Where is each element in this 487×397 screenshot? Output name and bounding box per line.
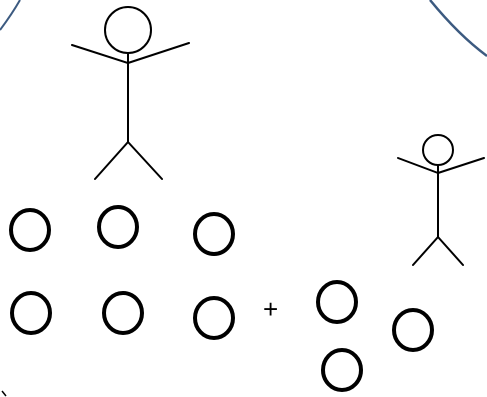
adult-left-leg	[94, 141, 129, 180]
child-left-arm	[397, 157, 439, 174]
right-circle-group	[316, 280, 434, 392]
adult-left-arm	[71, 44, 129, 64]
adult-stick-figure-icon	[71, 6, 190, 180]
frame-arc-left	[0, 0, 21, 31]
circle-token	[10, 291, 52, 335]
adult-head	[104, 6, 152, 54]
circle-token	[316, 280, 358, 324]
stray-mark	[1, 390, 7, 397]
circle-token	[97, 205, 139, 249]
child-right-leg	[437, 236, 464, 266]
left-circle-group	[9, 205, 235, 340]
child-stick-figure-icon	[397, 134, 485, 266]
circle-token	[193, 212, 235, 256]
circle-token	[193, 296, 235, 340]
circle-token	[9, 208, 51, 252]
adult-right-leg	[127, 141, 163, 180]
plus-operator: +	[263, 294, 278, 324]
circle-token	[102, 291, 144, 335]
child-left-leg	[412, 236, 439, 266]
circle-token	[321, 348, 363, 392]
child-right-arm	[437, 157, 485, 174]
circle-token	[392, 308, 434, 352]
frame-arc-right	[429, 0, 487, 58]
child-head	[422, 134, 454, 166]
adult-right-arm	[127, 42, 190, 64]
